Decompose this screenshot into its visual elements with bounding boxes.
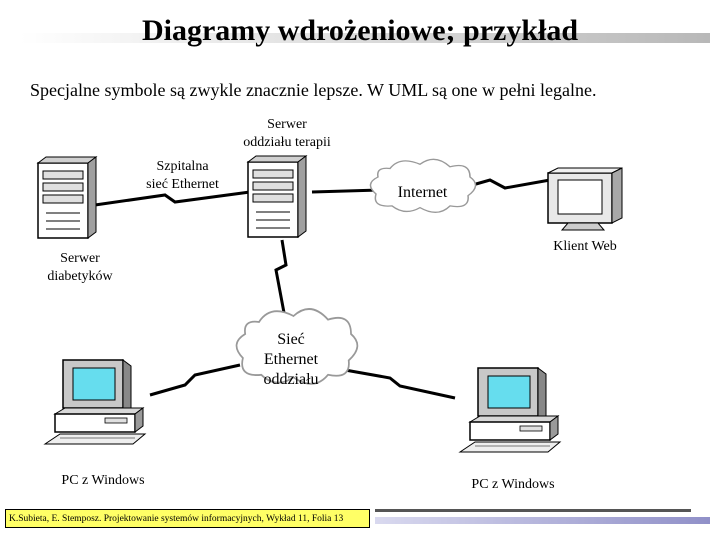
server-diabetes-label: Serwer diabetyków [47, 251, 113, 284]
client-web-label: Klient Web [553, 239, 617, 254]
ward-ethernet-label: Sieć Ethernet oddziału [263, 331, 319, 388]
link-ward-pc-right [344, 368, 456, 400]
pc-left-icon [44, 359, 146, 445]
link-ther-ward [274, 239, 288, 319]
pc-right-label: PC z Windows [471, 477, 555, 492]
hospital-ethernet-label: Szpitalna sieć Ethernet [146, 159, 219, 192]
page-title: Diagramy wdrożeniowe; przykład [141, 14, 579, 47]
pc-left-label: PC z Windows [61, 473, 145, 488]
server-diabetycy-icon [37, 156, 97, 239]
pc-right-icon [459, 367, 561, 453]
internet-label: Internet [397, 184, 448, 201]
page-subtitle: Specjalne symbole są zwykle znacznie lep… [30, 80, 597, 100]
link-diab-ther [94, 190, 251, 207]
link-ther-internet [311, 188, 381, 194]
footer-gradient-bar [375, 517, 710, 524]
client-web-monitor-icon [547, 167, 623, 231]
title-underline-bar [20, 33, 710, 43]
footer-divider [375, 509, 691, 512]
link-ward-pc-left [149, 363, 241, 397]
server-therapy-label: Serwer oddziału terapii [243, 117, 331, 150]
server-terapia-icon [247, 155, 307, 238]
footer-citation: K.Subieta, E. Stemposz. Projektowanie sy… [5, 509, 370, 528]
